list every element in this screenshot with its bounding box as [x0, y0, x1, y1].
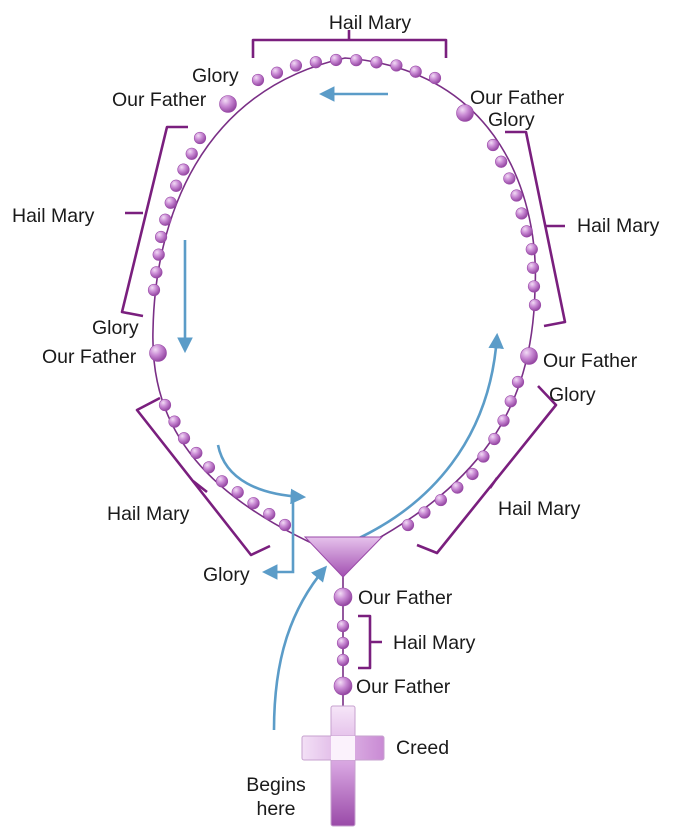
stem-hail-mary-bracket: [358, 614, 382, 670]
hail-mary-bead: [154, 230, 168, 244]
hail-mary-bead: [370, 56, 383, 69]
begins-label-line1: Begins: [246, 774, 306, 796]
hail-mary-bead: [168, 415, 181, 428]
hail-mary-bead: [193, 131, 207, 145]
stem-hail-mary-label: Hail Mary: [393, 632, 476, 654]
top-our-father-left-label: Our Father: [112, 89, 207, 111]
hail-mary-bead: [515, 207, 528, 220]
hail-mary-bead: [309, 56, 322, 69]
hail-mary-bead: [525, 243, 538, 256]
hail-mary-bead: [486, 138, 500, 152]
glory-return-arrow: [261, 500, 295, 580]
hail-mary-bead: [434, 493, 447, 507]
left-our-father-label: Our Father: [42, 346, 137, 368]
our-father-bead: [219, 95, 237, 113]
centerpiece: [303, 536, 384, 578]
hail-mary-bead: [497, 414, 510, 427]
hail-mary-bead: [401, 518, 415, 532]
hail-mary-bead: [527, 280, 541, 293]
hail-mary-bead: [152, 248, 165, 261]
hail-mary-bead: [520, 225, 533, 238]
lower-right-hail-mary-bracket: [416, 385, 558, 555]
hail-mary-bead: [451, 481, 464, 494]
stem-hail-mary-bead: [336, 653, 350, 667]
left-hail-mary-bracket: [120, 125, 188, 318]
hail-mary-bead: [495, 155, 508, 168]
bead-group: [147, 53, 542, 696]
hail-mary-bead: [503, 172, 516, 185]
hail-mary-bead: [418, 506, 431, 519]
hail-mary-bead: [202, 461, 216, 474]
hail-mary-bead: [177, 163, 190, 176]
hail-mary-bead: [329, 53, 343, 67]
hail-mary-bead: [231, 486, 244, 499]
hail-mary-bead: [159, 213, 172, 226]
our-father-bead: [149, 344, 167, 362]
lower-left-hail-mary-label: Hail Mary: [107, 503, 190, 525]
hail-mary-bead: [278, 518, 292, 532]
hail-mary-bead: [270, 66, 284, 79]
hail-mary-bead: [477, 450, 490, 463]
hail-mary-bead: [170, 179, 183, 192]
hail-mary-bead: [147, 283, 161, 297]
hail-mary-bead: [390, 59, 403, 72]
hail-mary-bead: [150, 266, 163, 279]
right-glory-lower-label: Glory: [549, 384, 596, 406]
top-hail-mary-bracket: [251, 30, 448, 58]
hail-mary-bead: [428, 71, 442, 85]
our-father-bead: [520, 347, 538, 365]
hail-mary-bead: [177, 432, 191, 445]
left-glory-label: Glory: [92, 317, 139, 339]
hail-mary-bead: [528, 298, 542, 312]
hail-mary-bead: [215, 475, 229, 488]
our-father-bead: [456, 104, 474, 122]
right-our-father-label: Our Father: [543, 350, 638, 372]
top-hail-mary-label: Hail Mary: [329, 12, 412, 34]
lower-left-direction-arrow: [216, 444, 307, 505]
hail-mary-bead: [466, 467, 479, 481]
right-direction-arrow: [354, 332, 504, 542]
hail-mary-bead: [263, 507, 276, 521]
hail-mary-bead: [526, 261, 540, 274]
stem-our-father-bead: [333, 676, 353, 696]
right-hail-mary-label: Hail Mary: [577, 215, 660, 237]
stem-our-father-upper-label: Our Father: [358, 587, 453, 609]
hail-mary-bead: [190, 446, 203, 460]
hail-mary-bead: [510, 189, 523, 202]
hail-mary-bead: [185, 147, 198, 160]
begins-label-line2: here: [256, 798, 295, 820]
right-hail-mary-bracket: [505, 130, 567, 328]
stem-our-father-bead: [333, 587, 353, 607]
stem-our-father-lower-label: Our Father: [356, 676, 451, 698]
lower-left-hail-mary-bracket: [135, 396, 271, 557]
stem-hail-mary-bead: [336, 636, 350, 650]
top-our-father-right-label: Our Father: [470, 87, 565, 109]
hail-mary-bead: [247, 497, 260, 510]
hail-mary-bead: [511, 375, 525, 389]
top-glory-label: Glory: [192, 65, 239, 87]
left-hail-mary-label: Hail Mary: [12, 205, 95, 227]
crucifix: [301, 705, 385, 827]
hail-mary-bead: [289, 59, 303, 72]
hail-mary-bead: [251, 73, 265, 87]
stem-hail-mary-bead: [336, 619, 350, 633]
hail-mary-bead: [409, 65, 422, 78]
lower-right-hail-mary-label: Hail Mary: [498, 498, 581, 520]
hail-mary-bead: [350, 54, 363, 67]
hail-mary-bead: [164, 196, 177, 209]
hail-mary-bead: [488, 432, 501, 446]
center-glory-label: Glory: [203, 564, 250, 586]
right-glory-top-label: Glory: [488, 109, 535, 131]
creed-label: Creed: [396, 737, 449, 759]
hail-mary-bead: [504, 395, 517, 408]
hail-mary-bead: [158, 398, 172, 412]
begins-here-arrow: [272, 565, 327, 731]
rosary-chain: [152, 57, 537, 558]
